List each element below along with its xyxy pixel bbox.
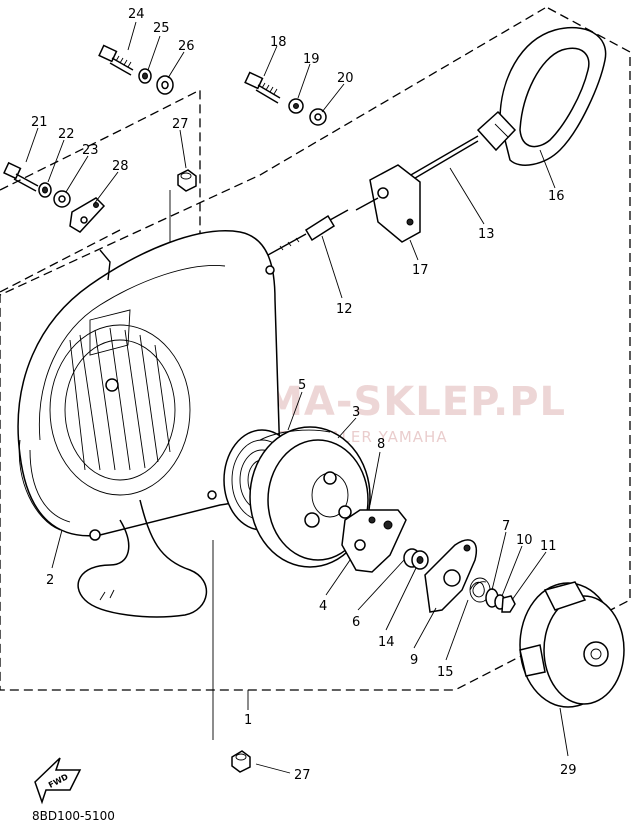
bolt-set-18-20 [244,71,327,126]
callout-6: 6 [352,615,360,630]
callout-8: 8 [377,437,385,452]
bolt-set-24-26 [98,44,174,95]
bracket-dash-line [0,229,121,293]
drawing-code: 8BD100-5100 [32,809,115,823]
rope-loop [77,499,207,618]
starter-case-2 [17,230,281,541]
plate-9 [424,539,477,613]
callout-10: 10 [516,533,533,548]
fwd-direction-badge: FWD [34,757,82,805]
callout-12: 12 [336,302,353,317]
callout-14: 14 [378,635,395,650]
reel-3 [249,426,371,568]
callout-24: 24 [128,7,145,22]
callout-7: 7 [502,519,510,534]
callout-11: 11 [540,539,557,554]
callout-17: 17 [412,263,429,278]
callout-3: 3 [352,405,360,420]
callout-19: 19 [303,52,320,67]
assembly-outline [0,7,631,691]
callout-15: 15 [437,665,454,680]
callout-27-bottom: 27 [294,768,311,783]
callout-26: 26 [178,39,195,54]
callout-leaders [25,21,569,774]
nut-27-bottom [231,750,251,773]
callout-16: 16 [548,189,565,204]
bolt-set-21-23 [3,161,106,233]
drive-pulley-29 [519,581,625,708]
callout-1: 1 [244,713,252,728]
callout-20: 20 [337,71,354,86]
washers-7-10-11 [485,588,516,613]
rope-guide-17 [355,164,421,243]
bush-14 [403,548,429,570]
starter-handle-16 [476,26,607,166]
callout-13: 13 [478,227,495,242]
callout-29: 29 [560,763,577,778]
nut-27-top [177,169,197,192]
callout-18: 18 [270,35,287,50]
callout-4: 4 [319,599,327,614]
pawl-4 [341,509,407,573]
callout-2: 2 [46,573,54,588]
callout-22: 22 [58,127,75,142]
callout-28: 28 [112,159,129,174]
callout-labels: 24 25 26 18 19 20 21 22 23 27 28 16 13 1… [31,7,577,783]
callout-21: 21 [31,115,48,130]
callout-5: 5 [298,378,306,393]
cable-12 [267,209,349,256]
callout-27-top: 27 [172,117,189,132]
callout-25: 25 [153,21,170,36]
callout-9: 9 [410,653,418,668]
callout-23: 23 [82,143,99,158]
